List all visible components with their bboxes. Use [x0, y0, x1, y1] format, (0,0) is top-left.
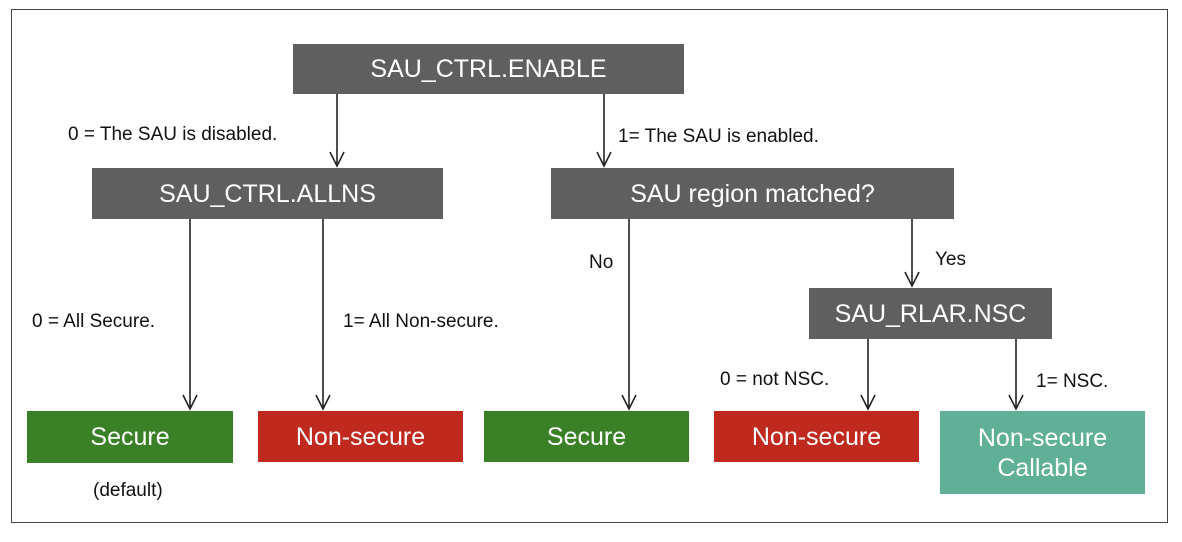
arrowhead-callable	[1008, 394, 1024, 411]
arrowhead-allns	[329, 151, 345, 168]
label-no: No	[589, 252, 614, 273]
secure-nomatch-text: Secure	[546, 422, 627, 451]
label-not-nsc: 0 = not NSC.	[720, 369, 830, 390]
label-default-note: (default)	[93, 480, 163, 501]
label-sau-disabled: 0 = The SAU is disabled.	[68, 124, 278, 145]
arrowhead-region	[596, 151, 612, 168]
arrowhead-rlar	[904, 271, 920, 288]
arrowhead-nonsecure-nsc0	[860, 394, 876, 411]
nonsecure-callable-box: Non-secure Callable	[940, 411, 1145, 494]
nonsecure-nsc0-text: Non-secure	[751, 422, 882, 451]
sau-rlar-nsc-text: SAU_RLAR.NSC	[834, 299, 1027, 328]
sau-ctrl-enable-box: SAU_CTRL.ENABLE	[293, 44, 684, 94]
sau-region-matched-box: SAU region matched?	[551, 168, 954, 219]
nonsecure-nsc0-box: Non-secure	[714, 411, 919, 462]
sau-region-matched-text: SAU region matched?	[630, 179, 875, 208]
secure-nomatch-box: Secure	[484, 411, 689, 462]
label-all-nonsecure: 1= All Non-secure.	[343, 311, 499, 332]
secure-default-box: Secure	[27, 411, 233, 463]
arrowhead-secure-nomatch	[621, 394, 637, 411]
label-nsc: 1= NSC.	[1036, 371, 1109, 392]
nonsecure-allns-box: Non-secure	[258, 411, 463, 462]
label-all-secure: 0 = All Secure.	[32, 311, 156, 332]
arrowhead-secure-default	[182, 394, 198, 411]
sau-ctrl-allns-text: SAU_CTRL.ALLNS	[159, 179, 376, 208]
label-yes: Yes	[935, 249, 966, 270]
sau-ctrl-allns-box: SAU_CTRL.ALLNS	[92, 168, 443, 219]
label-sau-enabled: 1= The SAU is enabled.	[618, 126, 819, 147]
secure-default-text: Secure	[90, 423, 170, 451]
nonsecure-allns-text: Non-secure	[295, 422, 426, 451]
arrowhead-nonsecure-allns	[315, 394, 331, 411]
nonsecure-callable-text: Non-secure Callable	[977, 423, 1108, 482]
sau-rlar-nsc-box: SAU_RLAR.NSC	[809, 288, 1052, 339]
diagram-frame	[11, 9, 1168, 523]
sau-ctrl-enable-text: SAU_CTRL.ENABLE	[370, 55, 607, 83]
